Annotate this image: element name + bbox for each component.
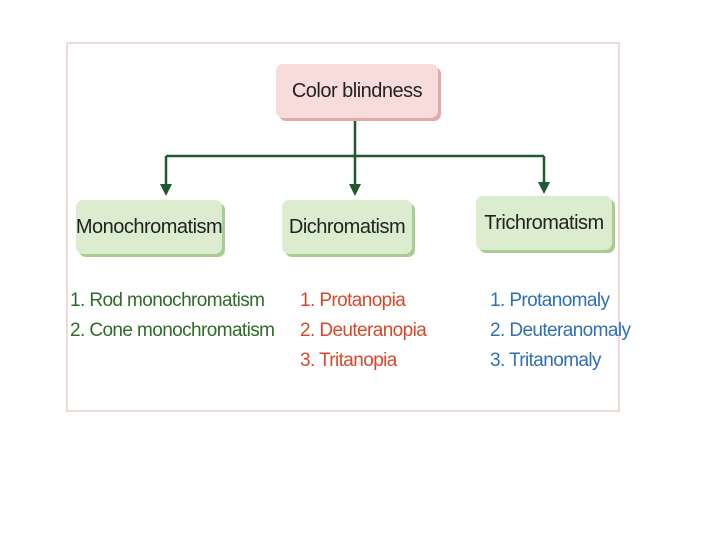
list-item: 3. Tritanomaly [490,350,602,371]
category-label: Monochromatism [75,215,223,238]
list-item: 2. Cone monochromatism [70,320,275,341]
list-item: 3. Tritanopia [300,350,397,371]
list-item: 1. Protanopia [300,290,406,311]
arrowhead-monochromatism [160,184,172,196]
category-node-monochromatism: Monochromatism [75,200,223,254]
list-item: 1. Protanomaly [490,290,610,311]
dichromatism-types-list: 1. Protanopia 2. Deuteranopia 3. Tritano… [300,286,427,376]
category-node-dichromatism: Dichromatism [282,200,412,254]
category-label: Dichromatism [288,215,406,238]
list-item: 2. Deuteranomaly [490,320,631,341]
trichromatism-types-list: 1. Protanomaly 2. Deuteranomaly 3. Trita… [490,286,631,376]
root-node-color-blindness: Color blindness [276,64,438,118]
monochromatism-types-list: 1. Rod monochromatism 2. Cone monochroma… [70,286,275,346]
list-item: 1. Rod monochromatism [70,290,265,311]
category-label: Trichromatism [484,211,604,234]
arrowhead-dichromatism [349,184,361,196]
arrowhead-trichromatism [538,182,550,194]
list-item: 2. Deuteranopia [300,320,427,341]
root-label: Color blindness [291,79,423,102]
category-node-trichromatism: Trichromatism [476,196,612,250]
